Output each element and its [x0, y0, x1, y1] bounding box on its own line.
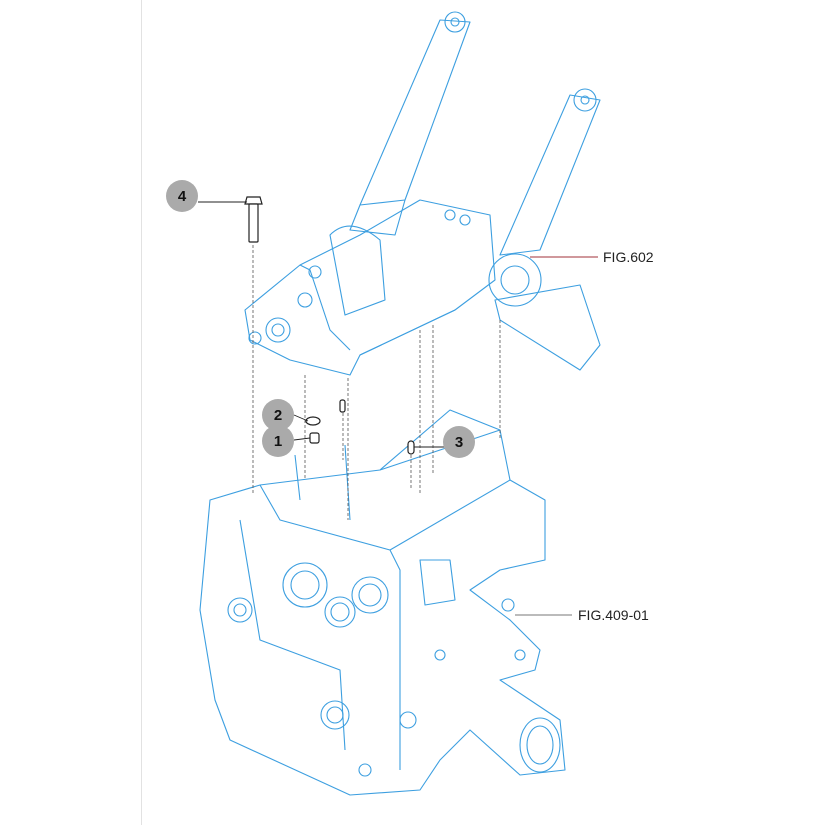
page-margin-line	[141, 0, 142, 825]
plug-part-1	[309, 432, 320, 444]
callout-3[interactable]: 3	[443, 426, 475, 458]
gearbox-housing	[199, 409, 566, 796]
callout-number: 3	[454, 433, 464, 451]
callout-number: 1	[273, 432, 283, 450]
callout-number: 4	[177, 187, 187, 205]
pin-part	[339, 399, 346, 413]
callout-4[interactable]: 4	[166, 180, 198, 212]
left-lift-arm	[349, 11, 471, 236]
callout-number: 2	[273, 406, 283, 424]
washer-part-2	[305, 416, 321, 426]
right-lift-arm	[488, 88, 601, 371]
fig-409-01-reference[interactable]: FIG.409-01	[578, 607, 649, 623]
lift-cover-housing	[244, 199, 496, 376]
bolt-part-4	[244, 196, 263, 243]
fig-602-reference[interactable]: FIG.602	[603, 249, 654, 265]
pin-part-3	[407, 440, 415, 455]
callout-1[interactable]: 1	[262, 425, 294, 457]
alignment-lines	[252, 245, 501, 520]
